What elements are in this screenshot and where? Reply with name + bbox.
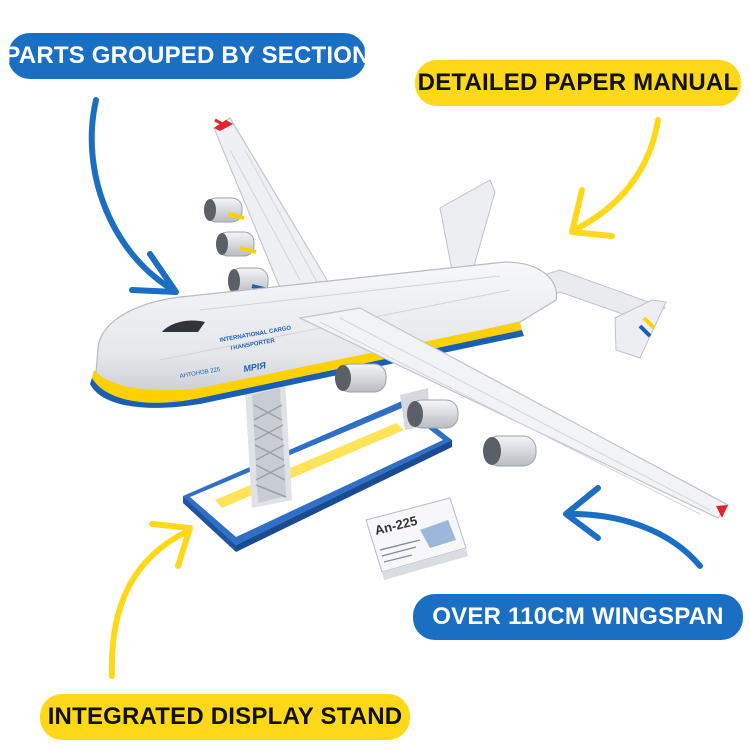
callout-wingspan-label: OVER 110CM WINGSPAN: [432, 603, 724, 630]
arrow-up-left-icon: [563, 485, 703, 569]
callout-parts-grouped: PARTS GROUPED BY SECTION: [4, 33, 369, 79]
arrow-up-right-icon: [108, 521, 193, 679]
callout-manual-label: DETAILED PAPER MANUAL: [417, 69, 739, 96]
fuselage-side-name: МРІЯ: [243, 360, 267, 374]
callout-paper-manual: DETAILED PAPER MANUAL: [415, 60, 741, 106]
callout-wingspan: OVER 110CM WINGSPAN: [413, 594, 743, 640]
near-engines: [335, 363, 537, 467]
display-stand: [183, 380, 452, 552]
callout-stand-label: INTEGRATED DISPLAY STAND: [47, 703, 403, 730]
arrow-down-left-icon: [569, 117, 661, 239]
arrow-down-right-icon: [88, 97, 179, 295]
callout-display-stand: INTEGRATED DISPLAY STAND: [40, 694, 410, 740]
callout-parts-label: PARTS GROUPED BY SECTION: [4, 42, 370, 69]
near-wing: [214, 118, 729, 519]
far-engines: [204, 197, 269, 295]
paper-manual: An-225: [365, 497, 468, 580]
